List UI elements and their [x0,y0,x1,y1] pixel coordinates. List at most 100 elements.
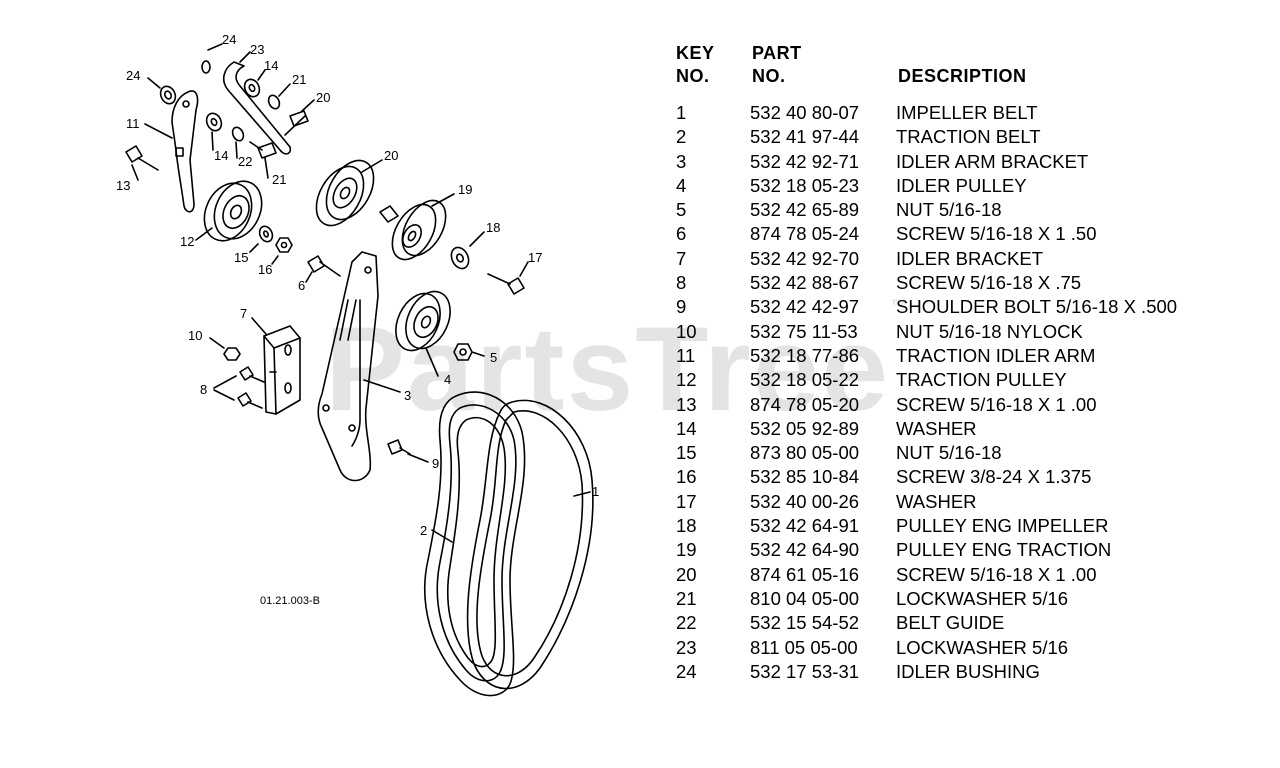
callout-label: 1 [592,484,599,499]
exploded-parts-diagram: 1 2 3 4 5 6 7 8 9 10 11 12 13 14 14 15 1… [116,32,599,697]
part-no-cell: 874 78 05-20 [750,393,860,415]
callout-label: 22 [238,154,252,169]
callout-label: 21 [272,172,286,187]
diagram-drawing: 1 2 3 4 5 6 7 8 9 10 11 12 13 14 14 15 1… [116,32,599,697]
description-cell: SCREW 5/16-18 X 1 .50 [896,223,1097,245]
description-cell: IDLER PULLEY [896,174,1027,196]
callout-label: 6 [298,278,305,293]
key-no-cell: 2 [676,126,687,148]
callout-label: 17 [528,250,542,265]
part-no-cell: 532 75 11-53 [750,320,858,342]
key-no-cell: 7 [676,247,687,269]
header-key-line1: KEY [676,43,715,63]
header-part-no: PART NO. [752,42,802,88]
impeller-belt-1 [466,399,594,690]
callout-label: 8 [200,382,207,397]
idler-arm-bracket-3 [317,251,401,482]
key-no-cell: 20 [676,563,697,585]
description-cell: SCREW 5/16-18 X 1 .00 [896,563,1097,585]
traction-pulley-12 [195,180,263,242]
part-no-cell: 532 41 97-44 [750,126,860,148]
callout-label: 20 [384,148,398,163]
callout-label: 23 [250,42,264,57]
lockwasher-23 [201,43,223,74]
part-no-cell: 532 40 00-26 [750,490,860,512]
callout-label: 13 [116,178,130,193]
pulley-eng-impeller-18 [379,193,455,261]
callout-label: 9 [432,456,439,471]
screw-20-mid [249,141,277,179]
shoulder-bolt-9 [387,439,429,463]
header-key-no: KEY NO. [676,42,715,88]
callout-label: 19 [458,182,472,197]
description-cell: LOCKWASHER 5/16 [896,636,1069,658]
part-no-cell: 532 42 65-89 [750,199,860,221]
callout-label: 5 [490,350,497,365]
washer-14-top [243,69,266,98]
callout-label: 2 [420,523,427,538]
key-no-cell: 16 [676,466,697,488]
description-cell: TRACTION IDLER ARM [896,344,1096,366]
screw-13 [125,145,159,181]
part-no-cell: 874 61 05-16 [750,563,860,585]
callout-label: 11 [126,116,140,131]
description-cell: SCREW 5/16-18 X .75 [896,272,1082,294]
callout-label: 24 [126,68,140,83]
part-no-cell: 532 42 42-97 [750,296,860,318]
header-description: DESCRIPTION [898,66,1027,86]
part-no-cell: 874 78 05-24 [750,223,860,245]
screw-20-top [284,99,315,136]
callout-label: 21 [292,72,306,87]
callout-label: 10 [188,328,202,343]
key-no-cell: 21 [676,587,697,609]
part-no-cell: 532 17 53-31 [750,660,860,682]
description-cell: IDLER ARM BRACKET [896,150,1089,172]
callout-label: 12 [180,234,194,249]
key-no-cell: 3 [676,150,687,172]
description-cell: IMPELLER BELT [896,102,1038,123]
lockwasher-21-top [267,83,291,110]
key-no-cell: 1 [676,102,687,123]
description-cell: NUT 5/16-18 [896,199,1002,221]
key-no-cell: 13 [676,393,697,415]
header-part-line1: PART [752,43,802,63]
key-no-cell: 18 [676,515,697,537]
part-no-cell: 532 42 92-70 [750,247,860,269]
nut-nylock-10 [209,337,241,361]
idler-bracket-7 [251,317,301,415]
nut-15 [271,237,293,265]
callout-label: 3 [404,388,411,403]
key-no-cell: 17 [676,490,697,512]
header-key-line2: NO. [676,66,710,86]
description-cell: BELT GUIDE [896,612,1005,634]
screw-16 [487,261,529,295]
key-no-cell: 22 [676,612,697,634]
key-no-cell: 23 [676,636,697,658]
description-cell: WASHER [896,417,977,439]
key-no-cell: 5 [676,199,687,221]
key-no-cell: 11 [676,344,696,366]
callout-label: 14 [214,148,228,163]
screw-6 [305,255,341,283]
description-cell: IDLER BRACKET [896,247,1044,269]
description-cell: SCREW 5/16-18 X 1 .00 [896,393,1097,415]
key-no-cell: 10 [676,320,697,342]
key-no-cell: 19 [676,539,697,561]
part-no-cell: 532 42 64-90 [750,539,860,561]
part-no-cell: 532 42 64-91 [750,515,860,537]
pulley-eng-traction-19 [315,159,383,227]
key-no-cell: 15 [676,442,697,464]
callout-label: 7 [240,306,247,321]
callout-label: 24 [222,32,236,47]
part-no-cell: 532 18 05-23 [750,174,860,196]
part-no-cell: 532 42 88-67 [750,272,860,294]
screws-8 [213,366,265,409]
lockwasher-21-mid [231,126,245,159]
key-no-cell: 8 [676,272,687,294]
part-no-cell: 532 42 92-71 [750,150,860,172]
idler-pulley-4 [395,290,451,377]
figure-code: 01.21.003-B [260,595,320,607]
description-cell: LOCKWASHER 5/16 [896,587,1069,609]
callout-label: 15 [234,250,248,265]
part-no-cell: 811 05 05-00 [750,636,858,658]
